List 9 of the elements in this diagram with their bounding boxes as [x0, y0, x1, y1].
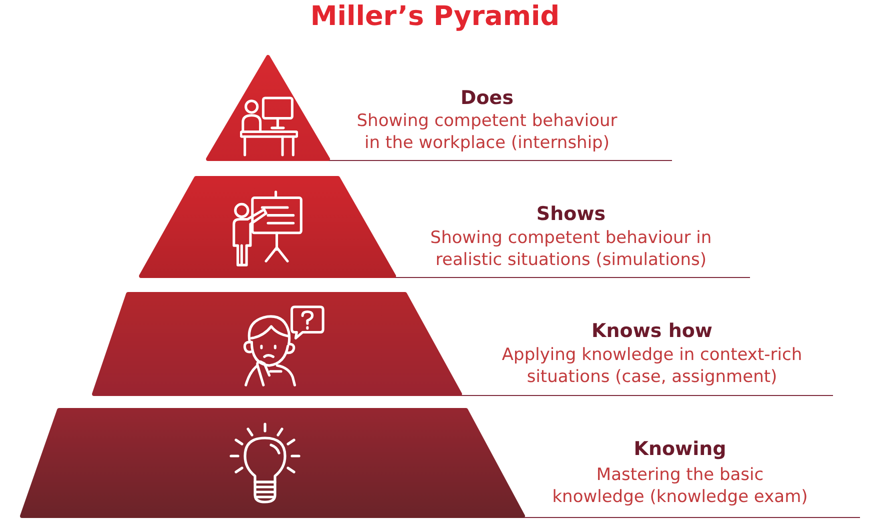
level-heading: Does	[460, 86, 514, 110]
diagram-title: Miller’s Pyramid	[310, 0, 560, 34]
level-heading: Shows	[536, 202, 606, 226]
level-heading: Knowing	[634, 437, 726, 461]
level-description: Mastering the basic knowledge (knowledge exam)	[552, 464, 808, 508]
level-description: Showing competent behaviour in realistic situations (simulations)	[429, 227, 713, 271]
level-heading: Knows how	[592, 319, 712, 343]
level-description: Showing competent behaviour in the workplace (internship)	[356, 110, 618, 154]
level-description: Applying knowledge in context-rich situations (case, assignment)	[500, 344, 804, 388]
